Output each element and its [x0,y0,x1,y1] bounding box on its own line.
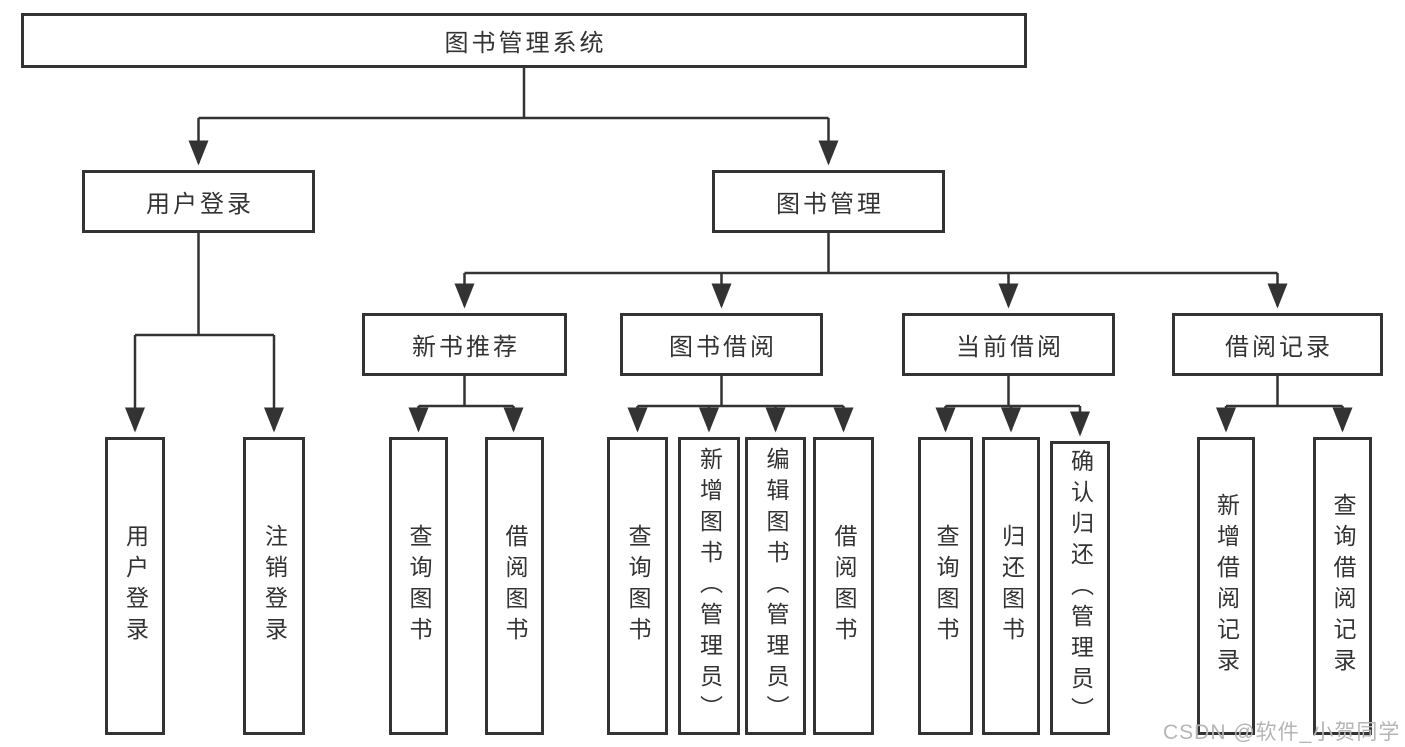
node-bb-add-books-admin: 新增图书（管理员） [678,437,740,735]
node-current-borrowing-label: 当前借阅 [956,334,1064,361]
node-nbr-query-books-label: 查询图书 [406,524,432,648]
node-logout: 注销登录 [243,437,305,735]
node-cb-return-books: 归还图书 [982,437,1040,735]
node-bb-borrow-books: 借阅图书 [813,437,874,735]
node-user-login-group-label: 用户登录 [146,191,254,218]
node-nbr-borrow-books-label: 借阅图书 [502,524,528,648]
node-br-query-record-label: 查询借阅记录 [1330,493,1356,679]
node-book-borrowing: 图书借阅 [620,313,823,376]
node-user-login-label: 用户登录 [122,524,149,648]
node-bb-edit-books-admin: 编辑图书（管理员） [745,437,806,735]
node-user-login: 用户登录 [105,437,165,735]
node-bb-add-books-admin-label: 新增图书（管理员） [696,446,723,726]
node-root-label: 图书管理系统 [444,30,607,57]
node-book-borrowing-label: 图书借阅 [669,334,777,361]
node-new-book-recommendation: 新书推荐 [362,313,567,376]
node-bb-query-books-label: 查询图书 [625,524,651,648]
node-root: 图书管理系统 [21,13,1027,68]
node-user-login-group: 用户登录 [82,170,315,233]
node-cb-query-books: 查询图书 [918,437,973,735]
node-new-book-recommendation-label: 新书推荐 [412,334,520,361]
node-logout-label: 注销登录 [261,524,288,648]
node-nbr-query-books: 查询图书 [389,437,448,735]
csdn-watermark: CSDN @软件_小贺同学 [1163,721,1401,744]
node-br-add-record-label: 新增借阅记录 [1213,493,1240,679]
node-bb-query-books: 查询图书 [607,437,668,735]
node-borrowing-records: 借阅记录 [1172,313,1383,376]
node-book-management: 图书管理 [712,170,945,233]
node-br-query-record: 查询借阅记录 [1313,437,1372,735]
node-current-borrowing: 当前借阅 [902,313,1115,376]
node-bb-edit-books-admin-label: 编辑图书（管理员） [763,446,789,726]
node-br-add-record: 新增借阅记录 [1197,437,1255,735]
node-cb-query-books-label: 查询图书 [933,524,959,648]
node-nbr-borrow-books: 借阅图书 [485,437,544,735]
node-bb-borrow-books-label: 借阅图书 [831,524,857,648]
node-book-management-label: 图书管理 [776,191,884,218]
node-cb-confirm-return-admin: 确认归还（管理员） [1050,441,1110,735]
node-cb-return-books-label: 归还图书 [998,524,1025,648]
node-borrowing-records-label: 借阅记录 [1225,334,1333,361]
node-cb-confirm-return-admin-label: 确认归还（管理员） [1067,448,1094,728]
